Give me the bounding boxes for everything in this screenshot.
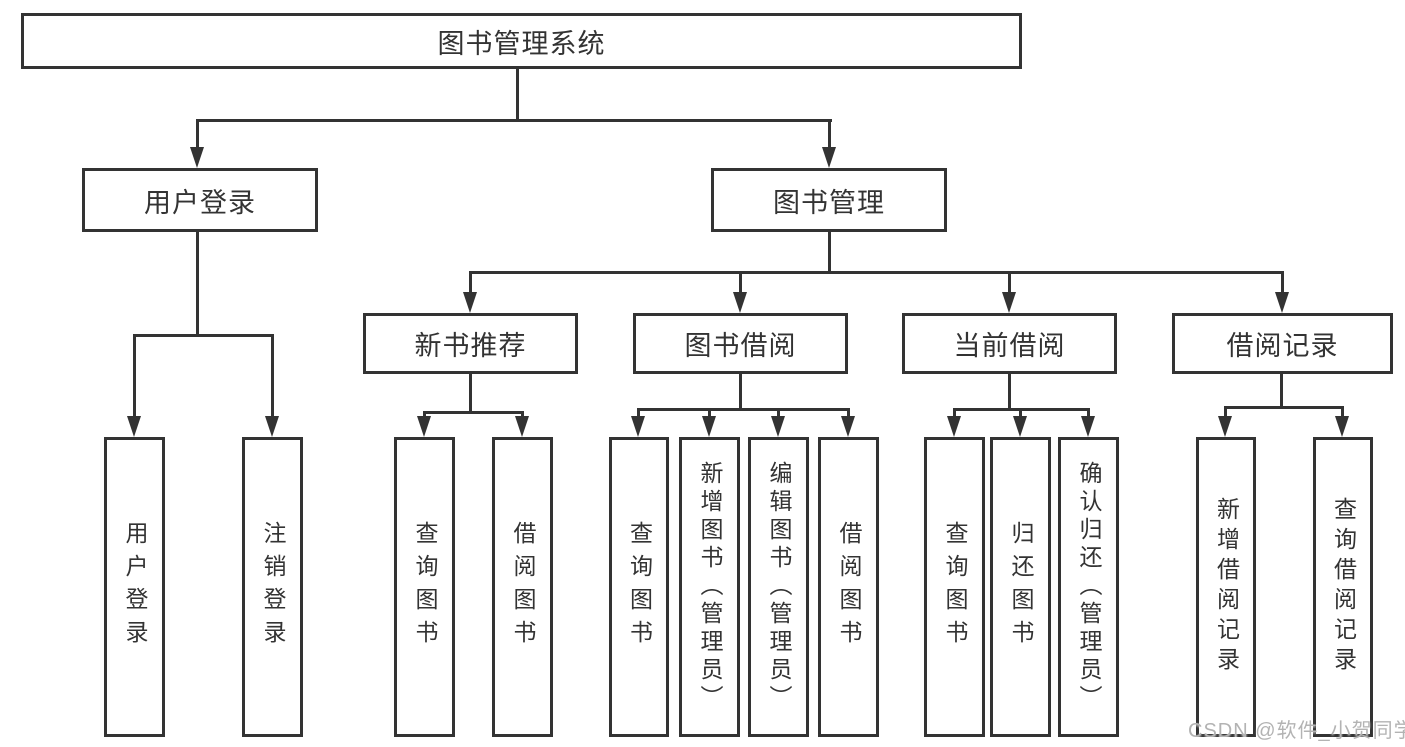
arrow-down-icon xyxy=(1081,416,1095,437)
connector-segment xyxy=(953,408,956,417)
arrow-down-icon xyxy=(265,416,279,437)
leaf-borrow-book: 借阅图书 xyxy=(818,437,879,737)
connector-segment xyxy=(1280,373,1283,408)
arrow-down-icon xyxy=(771,416,785,437)
arrow-down-icon xyxy=(702,416,716,437)
arrow-down-icon xyxy=(463,292,477,313)
connector-segment xyxy=(196,231,199,337)
arrow-down-icon xyxy=(127,416,141,437)
node-user-login: 用户登录 xyxy=(82,168,318,232)
connector-segment xyxy=(1019,408,1022,417)
connector-segment xyxy=(521,411,524,417)
connector-segment xyxy=(1224,406,1227,417)
arrow-down-icon xyxy=(1013,416,1027,437)
connector-segment xyxy=(1087,408,1090,417)
connector-segment xyxy=(1008,373,1011,411)
leaf-confirm-return-admin: 确认归还（管理员） xyxy=(1058,437,1119,737)
connector-segment xyxy=(469,373,472,414)
arrow-down-icon xyxy=(822,147,836,168)
connector-segment xyxy=(469,271,1284,274)
arrow-down-icon xyxy=(515,416,529,437)
arrow-down-icon xyxy=(190,147,204,168)
arrow-down-icon xyxy=(733,292,747,313)
arrow-down-icon xyxy=(1218,416,1232,437)
csdn-watermark: CSDN @软件_小贺同学 xyxy=(1188,720,1405,742)
arrow-down-icon xyxy=(947,416,961,437)
node-current-borrow: 当前借阅 xyxy=(902,313,1117,374)
arrow-down-icon xyxy=(1002,292,1016,313)
connector-segment xyxy=(133,334,136,416)
leaf-return-book: 归还图书 xyxy=(990,437,1051,737)
leaf-query-book-recommend: 查询图书 xyxy=(394,437,455,737)
leaf-query-borrow-record: 查询借阅记录 xyxy=(1313,437,1373,737)
arrow-down-icon xyxy=(631,416,645,437)
arrow-down-icon xyxy=(417,416,431,437)
connector-segment xyxy=(1224,406,1344,409)
connector-segment xyxy=(196,119,832,122)
connector-segment xyxy=(637,408,640,417)
leaf-query-book-borrow: 查询图书 xyxy=(609,437,669,737)
connector-segment xyxy=(777,408,780,417)
connector-segment xyxy=(1341,406,1344,417)
connector-segment xyxy=(196,119,199,149)
connector-segment xyxy=(423,411,426,417)
leaf-add-book-admin: 新增图书（管理员） xyxy=(679,437,740,737)
connector-segment xyxy=(1008,271,1011,295)
connector-segment xyxy=(1281,271,1284,295)
connector-segment xyxy=(739,373,742,411)
connector-segment xyxy=(423,411,524,414)
connector-segment xyxy=(637,408,850,411)
node-root-system: 图书管理系统 xyxy=(21,13,1022,69)
leaf-add-borrow-record: 新增借阅记录 xyxy=(1196,437,1256,737)
node-borrow-record: 借阅记录 xyxy=(1172,313,1393,374)
leaf-logout: 注销登录 xyxy=(242,437,303,737)
node-book-borrow: 图书借阅 xyxy=(633,313,848,374)
leaf-query-book-current: 查询图书 xyxy=(924,437,985,737)
leaf-borrow-book-recommend: 借阅图书 xyxy=(492,437,553,737)
leaf-edit-book-admin: 编辑图书（管理员） xyxy=(748,437,809,737)
connector-segment xyxy=(739,271,742,295)
connector-segment xyxy=(828,119,831,149)
arrow-down-icon xyxy=(1335,416,1349,437)
connector-segment xyxy=(708,408,711,417)
node-new-book-recommend: 新书推荐 xyxy=(363,313,578,374)
connector-segment xyxy=(469,271,472,295)
node-book-management: 图书管理 xyxy=(711,168,947,232)
connector-segment xyxy=(516,69,519,121)
arrow-down-icon xyxy=(841,416,855,437)
leaf-user-login: 用户登录 xyxy=(104,437,165,737)
connector-segment xyxy=(271,334,274,416)
connector-segment xyxy=(133,334,274,337)
connector-segment xyxy=(828,232,831,274)
connector-segment xyxy=(847,408,850,417)
arrow-down-icon xyxy=(1275,292,1289,313)
